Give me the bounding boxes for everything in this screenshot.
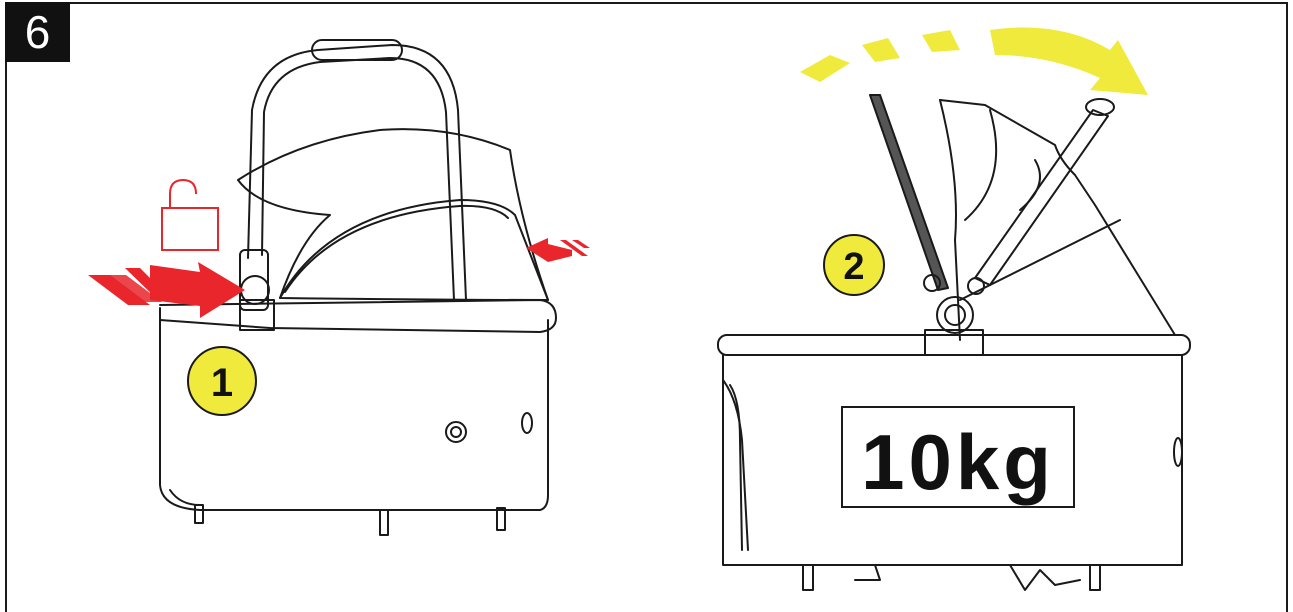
weight-label: 10kg <box>861 418 1055 506</box>
hood-seam <box>285 206 508 292</box>
hood-outline <box>238 129 548 300</box>
side-button-2 <box>522 413 532 433</box>
folding-hood <box>940 100 1175 335</box>
unlock-icon <box>162 180 218 250</box>
bassinet-right <box>718 95 1190 590</box>
callout-2-label: 2 <box>843 246 864 288</box>
basket-bottom <box>170 490 200 505</box>
hood-hinge <box>937 297 973 333</box>
callout-1-label: 1 <box>211 361 233 405</box>
basket-rim-right <box>718 335 1190 355</box>
press-arrow-left <box>150 262 245 318</box>
weight-label-box: 10kg <box>842 407 1074 507</box>
carry-handle-inner <box>262 58 454 300</box>
callout-2: 2 <box>824 235 884 295</box>
side-button <box>446 422 466 442</box>
carry-handle <box>248 45 466 300</box>
rotate-arrow-icon <box>800 28 1148 96</box>
callout-1: 1 <box>188 347 256 415</box>
